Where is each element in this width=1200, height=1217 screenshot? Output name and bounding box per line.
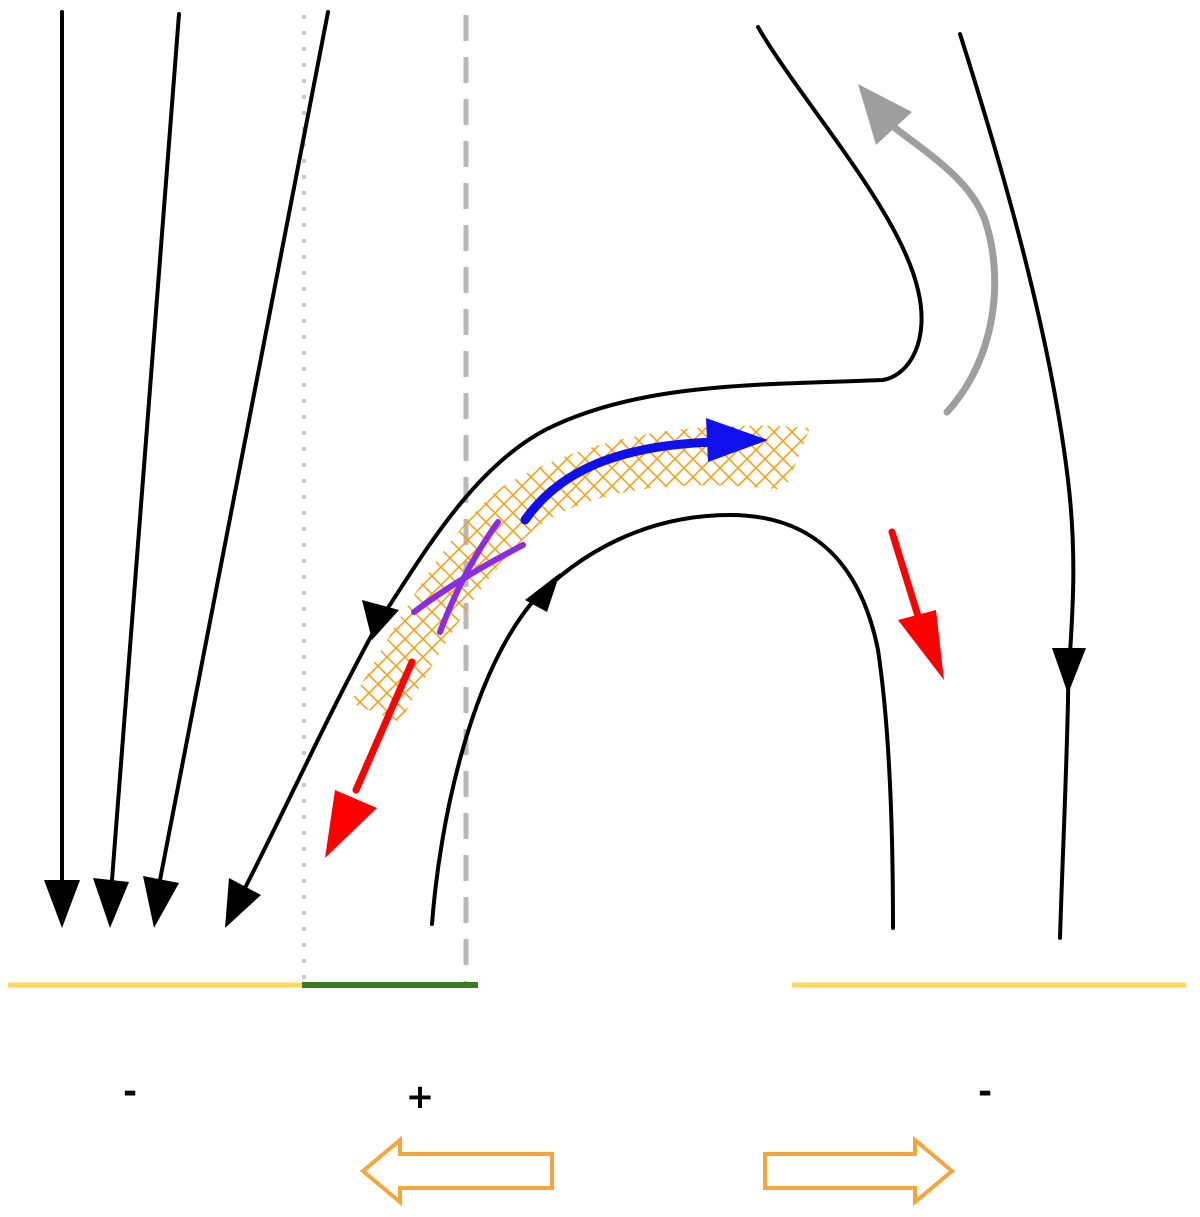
- reconnection-x-point: [411, 519, 526, 635]
- polarity-label-left: -: [123, 1072, 137, 1112]
- field-arrowhead: [143, 876, 179, 928]
- moat-flow-arrow-right: [763, 1135, 956, 1207]
- field-arrowhead: [93, 878, 129, 928]
- polarity-label-center: +: [406, 1077, 435, 1117]
- field-arrowhead: [44, 880, 80, 928]
- field-arrowhead: [362, 600, 399, 640]
- field-arrowhead: [225, 878, 261, 928]
- outflow-jet-arrow: [520, 418, 768, 525]
- left-open-field-lines: [44, 10, 330, 928]
- polarity-label-right: -: [978, 1072, 992, 1112]
- escaping-flow-arrow: [858, 84, 999, 416]
- downflow-arrow-right: [888, 528, 944, 680]
- reconnected-outer-field-line: [225, 25, 924, 928]
- field-arrowhead: [1052, 648, 1086, 694]
- closed-loop-field-line: [430, 512, 895, 930]
- moat-flow-arrow-left: [359, 1135, 554, 1207]
- field-arrowhead: [525, 573, 560, 612]
- downflow-arrow-left: [325, 658, 416, 858]
- right-open-field-line: [958, 32, 1086, 940]
